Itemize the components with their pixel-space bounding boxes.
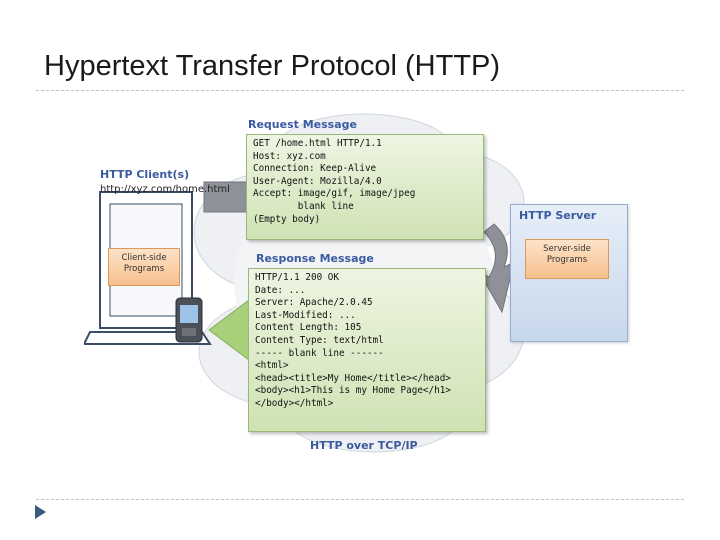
client-side-programs-box: Client-side Programs	[108, 248, 180, 286]
response-message-box: HTTP/1.1 200 OK Date: ... Server: Apache…	[248, 268, 486, 432]
http-diagram: Request Message GET /home.html HTTP/1.1 …	[84, 112, 644, 460]
response-message-text: HTTP/1.1 200 OK Date: ... Server: Apache…	[255, 272, 451, 409]
request-message-label: Request Message	[248, 118, 357, 131]
phone-icon	[175, 297, 203, 343]
http-client-label: HTTP Client(s)	[100, 168, 190, 181]
next-slide-arrow-icon[interactable]	[35, 505, 46, 519]
request-message-text: GET /home.html HTTP/1.1 Host: xyz.com Co…	[253, 138, 416, 225]
client-url: http://xyz.com/home.html	[100, 184, 230, 195]
title-divider	[36, 90, 684, 91]
slide-title: Hypertext Transfer Protocol (HTTP)	[44, 50, 501, 82]
transport-label: HTTP over TCP/IP	[310, 439, 418, 452]
footer-divider	[36, 499, 684, 500]
http-server-label: HTTP Server	[519, 209, 597, 222]
request-message-box: GET /home.html HTTP/1.1 Host: xyz.com Co…	[246, 134, 484, 240]
response-message-label: Response Message	[256, 252, 374, 265]
http-server-box: HTTP Server Server-side Programs	[510, 204, 628, 342]
server-side-programs-box: Server-side Programs	[525, 239, 609, 279]
